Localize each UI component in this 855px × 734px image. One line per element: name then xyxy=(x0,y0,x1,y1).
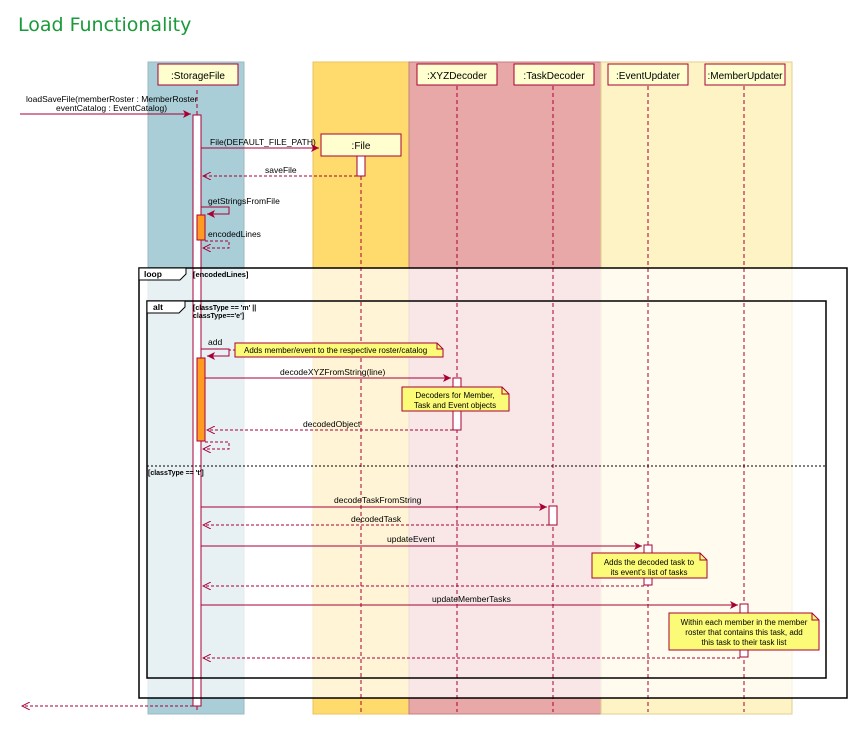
participant-file: :File xyxy=(320,133,402,157)
loop-fragment xyxy=(138,267,848,699)
note-member-updater-text-3: this task to their task list xyxy=(702,638,788,647)
file-activation xyxy=(356,155,366,177)
get-strings-arrow xyxy=(201,206,230,218)
note-member-updater: Within each member in the member roster … xyxy=(668,612,820,651)
note-decoders-text-1: Decoders for Member, xyxy=(415,391,494,400)
decode-xyz-label: decodeXYZFromString(line) xyxy=(280,367,386,377)
participant-xyzdecoder: :XYZDecoder xyxy=(416,63,498,86)
add-return-arrow xyxy=(203,441,230,449)
update-member-tasks-label: updateMemberTasks xyxy=(432,594,511,604)
participant-eventupdater: :EventUpdater xyxy=(607,63,689,86)
decoded-object-label: decodedObject xyxy=(303,419,361,429)
decode-task-label: decodeTaskFromString xyxy=(334,495,422,505)
participant-storagefile-label: :StorageFile xyxy=(171,71,225,82)
loop-fragment-label: loop xyxy=(144,269,162,279)
loop-fragment-tab xyxy=(138,267,187,281)
participant-eventupdater-label: :EventUpdater xyxy=(616,71,681,82)
diagram-title: Load Functionality xyxy=(18,14,192,36)
taskdecoder-activation xyxy=(548,505,558,526)
alt-else-guard: [classType == 't'] xyxy=(148,470,204,477)
note-decoders-text-2: Task and Event objects xyxy=(414,401,496,410)
add-label: add xyxy=(208,337,222,347)
note-add: Adds member/event to the respective rost… xyxy=(229,342,444,358)
add-activation xyxy=(196,357,206,442)
get-strings-label: getStringsFromFile xyxy=(208,196,280,206)
alt-fragment xyxy=(146,300,827,679)
add-arrow xyxy=(201,348,230,360)
load-save-file-label-2: eventCatalog : EventCatalog) xyxy=(56,103,167,113)
note-event-updater: Adds the decoded task to its event's lis… xyxy=(591,552,708,579)
note-event-updater-text-2: its event's list of tasks xyxy=(610,568,687,577)
update-event-label: updateEvent xyxy=(387,534,435,544)
alt-fragment-tab xyxy=(146,300,186,314)
note-event-updater-text-1: Adds the decoded task to xyxy=(604,558,695,567)
participant-file-label: :File xyxy=(352,141,371,152)
loop-fragment-guard: [encodedLines] xyxy=(193,270,249,279)
decoded-task-label: decodedTask xyxy=(351,514,402,524)
load-save-file-label-1: loadSaveFile(memberRoster : MemberRoster xyxy=(26,94,198,104)
participant-xyzdecoder-label: :XYZDecoder xyxy=(427,71,488,82)
note-add-text: Adds member/event to the respective rost… xyxy=(244,346,427,355)
participant-storagefile: :StorageFile xyxy=(157,63,239,86)
note-member-updater-text-1: Within each member in the member xyxy=(681,618,808,627)
note-decoders: Decoders for Member, Task and Event obje… xyxy=(401,386,510,412)
participant-taskdecoder: :TaskDecoder xyxy=(513,63,595,86)
encoded-lines-label: encodedLines xyxy=(208,229,261,239)
participant-memberupdater: :MemberUpdater xyxy=(704,63,786,86)
participant-memberupdater-label: :MemberUpdater xyxy=(707,71,783,82)
note-member-updater-text-2: roster that contains this task, add xyxy=(685,628,802,637)
getstrings-activation xyxy=(196,214,206,241)
alt-fragment-guard-2: classType=='e'] xyxy=(193,313,244,320)
alt-fragment-guard-1: [classType == 'm' || xyxy=(193,305,256,312)
alt-fragment-label: alt xyxy=(153,302,163,312)
file-create-label: File(DEFAULT_FILE_PATH) xyxy=(210,137,316,147)
save-file-label: saveFile xyxy=(265,165,297,175)
participant-taskdecoder-label: :TaskDecoder xyxy=(523,71,585,82)
encoded-lines-arrow xyxy=(203,240,230,248)
